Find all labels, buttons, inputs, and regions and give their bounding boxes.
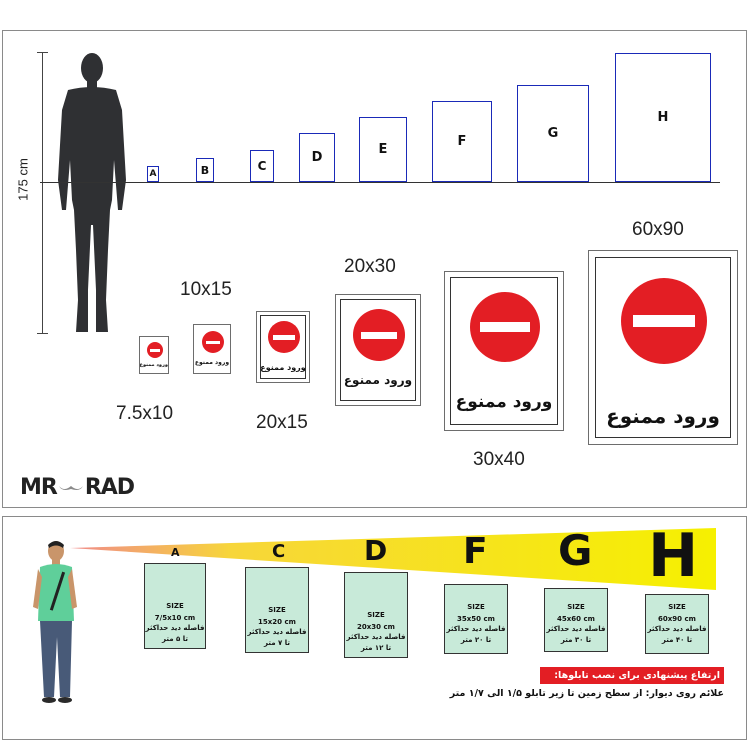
cone-letter-a: A	[171, 546, 180, 559]
card-distance: تا ۴۰ متر	[661, 636, 693, 644]
no-entry-icon	[470, 292, 540, 362]
sign-20x15: ورود ممنوع	[256, 311, 310, 383]
card-distance: تا ۲۰ متر	[460, 636, 492, 644]
card-dims: 45x60 cm	[557, 615, 595, 623]
card-size-label: SIZE	[567, 603, 585, 611]
sign-text: ورود ممنوع	[455, 392, 553, 412]
card-dims: 15x20 cm	[258, 618, 296, 626]
sign-10x15: ورود ممنوع	[193, 324, 231, 374]
card-note: فاصله دید حداکثر	[647, 625, 707, 633]
sign-text: ورود ممنوع	[343, 373, 413, 387]
size-card-g: SIZE 45x60 cm فاصله دید حداکثر تا ۳۰ متر	[544, 588, 608, 652]
card-size-label: SIZE	[668, 603, 686, 611]
size-card-d: SIZE 20x30 cm فاصله دید حداکثر تا ۱۲ متر	[344, 572, 408, 658]
sign-20x30: ورود ممنوع	[335, 294, 421, 406]
card-distance: تا ۷ متر	[264, 639, 290, 647]
brand-left: MR	[20, 474, 58, 500]
human-silhouette	[58, 53, 126, 332]
card-dims: 7/5x10 cm	[154, 614, 196, 622]
no-entry-icon	[353, 309, 405, 361]
no-entry-icon	[202, 331, 224, 353]
size-card-c: SIZE 15x20 cm فاصله دید حداکثر تا ۷ متر	[245, 567, 309, 653]
no-entry-icon	[621, 278, 707, 364]
sign-text: ورود ممنوع	[139, 362, 168, 368]
size-box-b: B	[196, 158, 214, 182]
dim-label-10x15: 10x15	[180, 279, 232, 300]
dim-label-7-5x10: 7.5x10	[116, 403, 174, 424]
cone-letter-c: C	[272, 541, 286, 562]
size-card-h: SIZE 60x90 cm فاصله دید حداکثر تا ۴۰ متر	[645, 594, 709, 654]
card-dims: 60x90 cm	[658, 615, 696, 623]
cone-letter-g: G	[558, 526, 593, 575]
card-size-label: SIZE	[367, 611, 385, 619]
card-note: فاصله دید حداکثر	[346, 633, 406, 641]
size-box-d: D	[299, 133, 335, 182]
cone-letter-f: F	[463, 531, 488, 572]
brand-logo: MR RAD	[20, 474, 135, 500]
brand-right: RAD	[84, 474, 135, 500]
sign-text: ورود ممنوع	[606, 404, 720, 428]
install-title-banner: ارتفاع پیشنهادی برای نصب تابلوها:	[540, 667, 724, 684]
dim-label-20x15: 20x15	[256, 412, 308, 433]
card-distance: تا ۳۰ متر	[560, 636, 592, 644]
size-box-c: C	[250, 150, 274, 182]
sign-30x40: ورود ممنوع	[444, 271, 564, 431]
mustache-icon	[58, 486, 83, 490]
cone-letter-d: D	[364, 534, 388, 567]
size-card-f: SIZE 35x50 cm فاصله دید حداکثر تا ۲۰ متر	[444, 584, 508, 654]
height-label: 175 cm	[15, 158, 31, 201]
dim-label-30x40: 30x40	[473, 449, 525, 470]
card-size-label: SIZE	[467, 603, 485, 611]
card-note: فاصله دید حداکثر	[546, 625, 606, 633]
man-illustration	[33, 541, 77, 703]
size-card-a: SIZE 7/5x10 cm فاصله دید حداکثر تا ۵ متر	[144, 563, 206, 649]
size-box-f: F	[432, 101, 492, 182]
card-distance: تا ۵ متر	[162, 635, 188, 643]
card-size-label: SIZE	[268, 606, 286, 614]
dim-label-20x30: 20x30	[344, 256, 396, 277]
size-box-a: A	[147, 166, 159, 182]
card-note: فاصله دید حداکثر	[446, 625, 506, 633]
sign-60x90: ورود ممنوع	[588, 250, 738, 445]
sign-text: ورود ممنوع	[194, 359, 230, 366]
size-box-h: H	[615, 53, 711, 182]
size-box-e: E	[359, 117, 407, 182]
card-note: فاصله دید حداکثر	[145, 624, 205, 632]
sight-cone	[70, 528, 716, 590]
dim-label-60x90: 60x90	[632, 219, 684, 240]
height-ruler	[42, 52, 44, 334]
cone-letter-h: H	[648, 521, 699, 591]
size-baseline	[40, 182, 720, 184]
ruler-cap-top	[37, 52, 48, 54]
size-box-g: G	[517, 85, 589, 182]
sign-text: ورود ممنوع	[260, 363, 306, 372]
install-text: علائم روی دیوار: از سطح زمین تا زیر تابل…	[449, 688, 724, 699]
card-dims: 20x30 cm	[357, 623, 395, 631]
sign-7-5x10: ورود ممنوع	[139, 336, 169, 374]
card-size-label: SIZE	[166, 602, 184, 610]
no-entry-icon	[268, 321, 300, 353]
card-distance: تا ۱۲ متر	[360, 644, 392, 652]
ruler-cap-bottom	[37, 333, 48, 335]
card-note: فاصله دید حداکثر	[247, 628, 307, 636]
card-dims: 35x50 cm	[457, 615, 495, 623]
no-entry-icon	[147, 342, 163, 358]
